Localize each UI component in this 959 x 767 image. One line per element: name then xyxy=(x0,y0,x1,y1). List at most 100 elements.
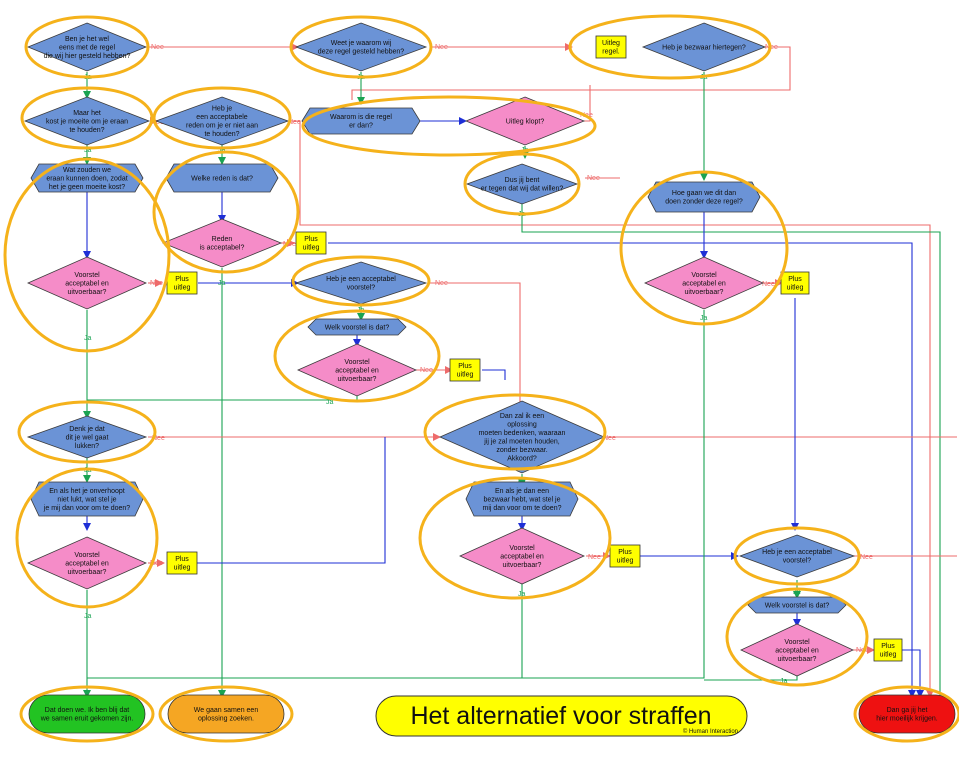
process-shape xyxy=(647,181,761,213)
node-label-line: Weet je waarom wij xyxy=(331,40,392,47)
edge-label-no: Nee xyxy=(603,435,616,442)
note-box xyxy=(295,231,327,255)
title-banner: Het alternatief voor straffen © Human In… xyxy=(375,695,748,737)
node-label-line: Uitleg klopt? xyxy=(506,118,545,125)
edge-label-no: Nee xyxy=(435,44,448,51)
node-label-line: zonder bezwaar. xyxy=(496,447,547,454)
note-box xyxy=(595,35,627,59)
node-h-which-reason: Welke reden is dat? xyxy=(165,163,279,193)
arrow-flow xyxy=(328,242,916,698)
edge-label-no: Nee xyxy=(152,435,165,442)
decision-shape xyxy=(161,218,283,268)
node-label-line: Voorstel xyxy=(691,272,717,279)
highlight-ring xyxy=(273,309,441,403)
decision-shape xyxy=(154,96,290,146)
node-label-line: Denk je dat xyxy=(69,426,104,433)
node-label-line: Voorstel xyxy=(74,272,100,279)
arrow-yes xyxy=(522,310,705,679)
node-label-line: voorstel? xyxy=(347,285,376,292)
node-label-line: uitleg xyxy=(617,558,634,565)
edge-label-no: Nee xyxy=(762,281,775,288)
node-label-line: eraan kunnen doen, zodat xyxy=(46,175,127,182)
node-label-line: En als je dan een xyxy=(495,488,549,495)
node-label-line: we samen eruit gekomen zijn. xyxy=(40,716,134,723)
highlight-ring xyxy=(725,587,869,687)
arrow-no xyxy=(584,85,591,122)
edge-label-no: Nee xyxy=(288,119,301,126)
edge-label-yes: Ja xyxy=(84,335,92,342)
node-label-line: er dan? xyxy=(349,123,373,130)
note-box xyxy=(449,358,481,382)
node-label-line: Waarom is die regel xyxy=(330,114,392,121)
node-label-line: uitleg xyxy=(457,372,474,379)
decision-shape xyxy=(464,96,586,146)
process-shape xyxy=(301,107,421,135)
node-h-which-prop-br: Welk voorstel is dat? xyxy=(747,596,847,614)
node-label-line: voorstel? xyxy=(783,558,812,565)
edge-label-no: Nee xyxy=(151,44,164,51)
note-box xyxy=(609,544,641,568)
note-box xyxy=(780,271,810,295)
highlight-ring xyxy=(19,685,155,743)
node-label-line: oplossing zoeken. xyxy=(198,716,254,723)
node-label-line: hier moeilijk krijgen. xyxy=(876,716,938,723)
edge-label-yes: Ja xyxy=(780,678,788,685)
node-label-line: is acceptabel? xyxy=(200,245,245,252)
decision-shape xyxy=(23,96,151,146)
arrow-yes xyxy=(87,584,523,679)
node-q-objection: Heb je bezwaar hiertegen? xyxy=(641,22,767,72)
node-label-line: En als het je onverhoopt xyxy=(49,488,125,495)
terminal-shape xyxy=(858,694,956,734)
terminal-end-together: We gaan samen een oplossing zoeken. xyxy=(167,694,285,734)
decision-shape xyxy=(26,415,148,459)
node-label-line: Voorstel xyxy=(509,545,535,552)
edge-label-no: Nee xyxy=(150,560,163,567)
highlight-ring xyxy=(24,15,150,79)
node-label-line: Heb je een acceptabel xyxy=(326,276,396,283)
node-label-line: Uitleg xyxy=(602,40,620,47)
node-label-line: bezwaar hebt, wat stel je xyxy=(483,496,560,503)
node-label-line: dit je wel gaat xyxy=(66,434,109,441)
node-label-line: niet lukt, wat stel je xyxy=(57,496,116,503)
highlight-ring xyxy=(158,685,294,743)
node-label-line: Dus jij bent xyxy=(505,177,540,184)
highlight-ring xyxy=(568,14,772,80)
node-label-line: We gaan samen een xyxy=(194,707,259,714)
node-label-line: je mij dan voor om te doen? xyxy=(43,505,130,512)
process-shape xyxy=(30,163,144,193)
highlight-ring xyxy=(17,400,157,464)
node-label-line: uitleg xyxy=(174,565,191,572)
highlight-ring xyxy=(423,393,607,471)
highlight-ring xyxy=(15,467,159,609)
highlight-ring xyxy=(152,150,300,274)
copyright: © Human Interaction xyxy=(683,728,738,735)
node-label-line: oplossing xyxy=(507,422,537,429)
arrow-no xyxy=(288,120,934,698)
node-label-line: te houden? xyxy=(204,131,239,138)
node-label-line: uitleg xyxy=(303,245,320,252)
edge-label-no: Nee xyxy=(151,119,164,126)
edge-label-yes: Ja xyxy=(518,477,526,484)
node-label-line: Plus xyxy=(175,556,189,563)
arrow-yes xyxy=(704,676,798,681)
node-label-line: Plus xyxy=(618,549,632,556)
node-label-line: acceptabel en xyxy=(775,647,819,654)
process-shape xyxy=(307,318,407,336)
node-label-line: er tegen dat wij dat willen? xyxy=(481,186,564,193)
node-label-line: Welke reden is dat? xyxy=(191,175,253,182)
